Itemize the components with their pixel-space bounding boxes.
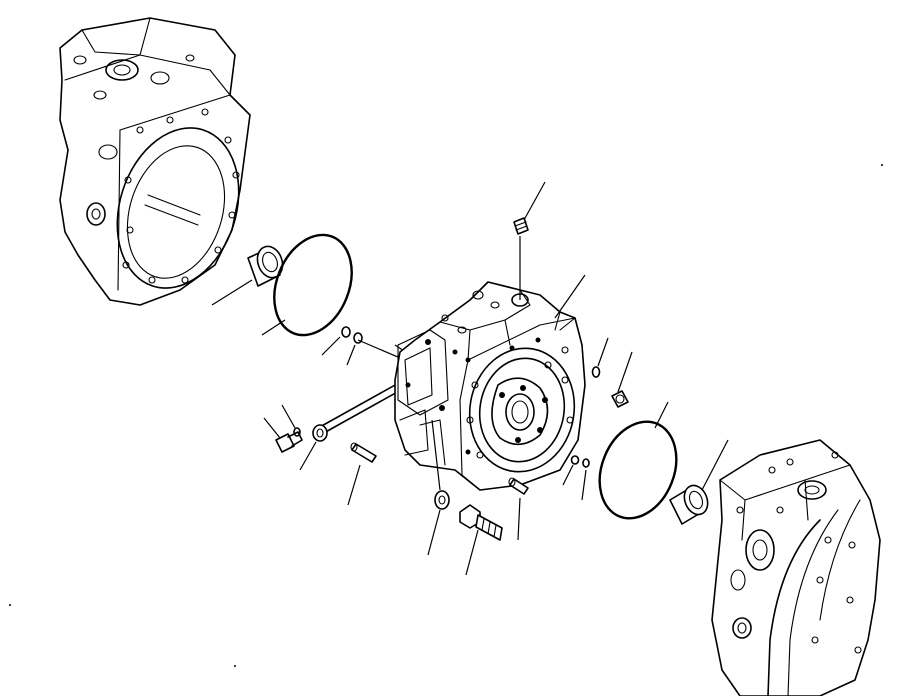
washer-bottom[interactable] — [427, 419, 450, 556]
small-o-ring-lower-b[interactable] — [581, 458, 590, 501]
small-o-ring-b[interactable] — [346, 332, 363, 366]
pump-housing-right[interactable] — [711, 439, 881, 696]
small-o-ring-screw[interactable] — [281, 404, 301, 437]
bolt-hole-group-left — [122, 108, 240, 284]
dowel-pin-right[interactable] — [508, 477, 529, 541]
dowel-pin-left[interactable] — [347, 442, 377, 506]
pump-housing-left[interactable] — [59, 17, 259, 306]
top-plug[interactable] — [513, 181, 546, 300]
small-o-ring-lower-a[interactable] — [562, 455, 580, 486]
pump-body-center[interactable] — [394, 281, 586, 491]
washer-left[interactable] — [299, 424, 328, 471]
bushing-left[interactable] — [211, 243, 287, 306]
cap-screw-left[interactable] — [263, 417, 303, 453]
o-ring-right[interactable] — [586, 401, 690, 530]
small-o-ring-a[interactable] — [321, 326, 351, 356]
hex-bolt[interactable] — [459, 504, 503, 576]
small-o-ring-right-a[interactable] — [591, 337, 609, 378]
plug-right[interactable] — [611, 351, 633, 408]
bolt-hole-group-right — [736, 451, 862, 654]
bushing-right[interactable] — [669, 439, 729, 525]
o-ring-left[interactable] — [260, 223, 366, 346]
